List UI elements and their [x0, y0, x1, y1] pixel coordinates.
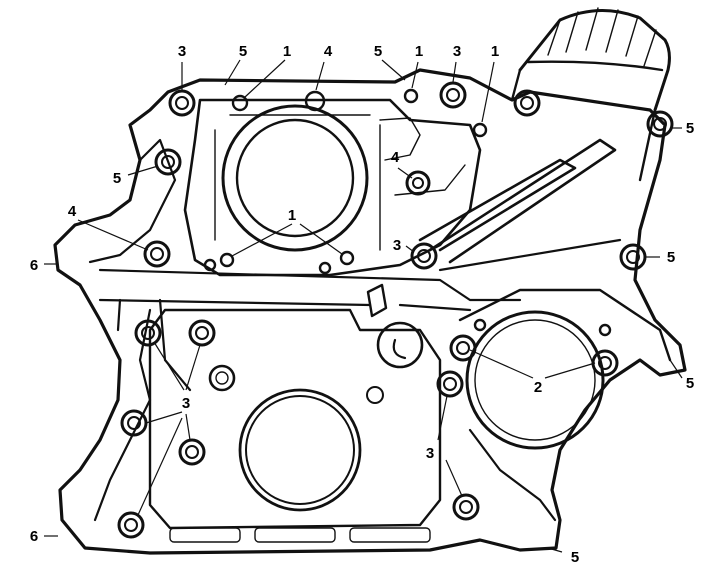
callout-label: 5: [113, 170, 121, 187]
callout-label: 5: [374, 43, 382, 60]
bolt-boss: [117, 511, 145, 539]
callout-labels: 3 5 1 4 5 1 3 1 5 5 4 4 1 3 6 5 2 5 3 3 …: [30, 43, 694, 566]
bolt-boss: [134, 319, 162, 347]
bolt-boss: [436, 370, 464, 398]
bolt-boss: [646, 110, 674, 138]
diagonal-braces: [98, 138, 622, 312]
bolt-boss: [452, 493, 480, 521]
callout-label: 3: [178, 43, 186, 60]
bolt-boss: [143, 240, 171, 268]
bolt-hole: [473, 318, 487, 332]
callout-label: 5: [239, 43, 247, 60]
bolt-hole: [304, 90, 326, 112]
leader-lines: [44, 59, 683, 553]
bolt-boss: [154, 148, 182, 176]
bolt-boss: [439, 81, 467, 109]
bolt-bosses: [117, 81, 674, 539]
callout-label: 1: [491, 43, 499, 60]
callout-label: 6: [30, 257, 38, 274]
callout-label: 5: [686, 375, 694, 392]
callout-label: 2: [534, 379, 542, 396]
bolt-boss: [410, 242, 438, 270]
bolt-hole: [203, 258, 217, 272]
bolt-hole: [231, 94, 249, 112]
callout-label: 5: [686, 120, 694, 137]
upper-frame: [183, 98, 482, 277]
bolt-hole: [339, 250, 355, 266]
bolt-hole: [318, 261, 332, 275]
callout-label: 5: [667, 249, 675, 266]
pump-housing: [458, 288, 672, 522]
callout-label: 4: [68, 203, 77, 220]
callout-label: 5: [571, 549, 579, 566]
bolt-hole: [598, 323, 612, 337]
oil-filler-neck: [510, 7, 671, 182]
callout-label: 1: [415, 43, 423, 60]
bolt-hole: [219, 252, 235, 268]
callout-label: 3: [393, 237, 401, 254]
bolt-boss: [405, 170, 431, 196]
callout-label: 3: [426, 445, 434, 462]
bolt-boss: [168, 89, 196, 117]
callout-label: 1: [283, 43, 291, 60]
callout-label: 1: [288, 207, 296, 224]
center-features: [208, 283, 424, 404]
bolt-hole: [403, 88, 419, 104]
bolt-hole: [472, 122, 488, 138]
callout-label: 6: [30, 528, 38, 545]
bolt-boss: [619, 243, 647, 271]
bolt-boss: [591, 349, 619, 377]
callout-label: 3: [453, 43, 461, 60]
crank-seal-bore: [221, 104, 369, 252]
callout-label: 4: [324, 43, 333, 60]
bolt-boss: [178, 438, 206, 466]
bolt-boss: [513, 89, 541, 117]
bolt-boss: [449, 334, 477, 362]
bolt-boss: [188, 319, 216, 347]
callout-label: 3: [182, 395, 190, 412]
lower-plate: [148, 308, 442, 543]
callout-label: 4: [391, 149, 400, 166]
